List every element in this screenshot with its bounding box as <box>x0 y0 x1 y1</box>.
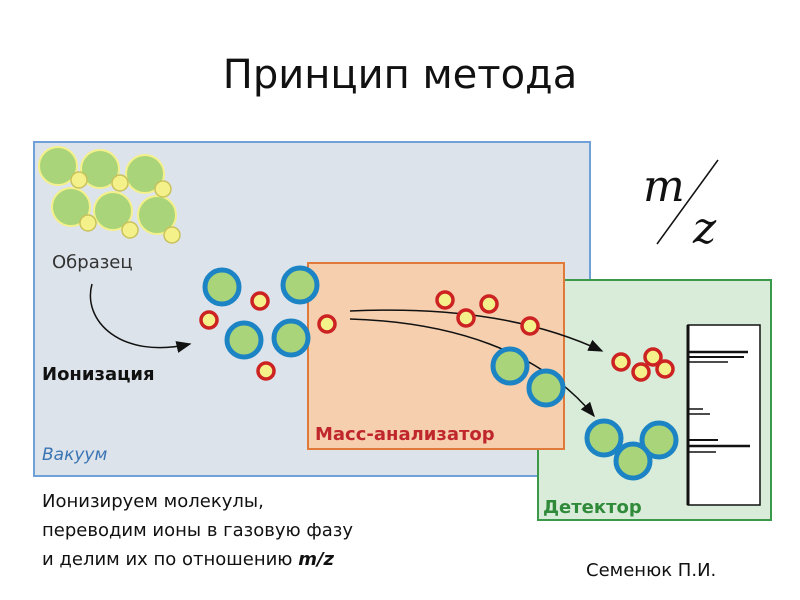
description-line-1: Ионизируем молекулы, <box>42 491 264 512</box>
detector-label: Детектор <box>543 497 642 518</box>
analyzer-particles <box>435 290 566 408</box>
description-line-2: переводим ионы в газовую фазу <box>42 520 354 541</box>
ionized-particles <box>199 265 337 381</box>
vacuum-label: Вакуум <box>42 445 107 465</box>
ionization-arrow <box>89 283 192 353</box>
heavy-ion-trajectory <box>349 318 595 418</box>
sample-label: Образец <box>52 252 133 273</box>
mz-denominator: z <box>692 203 717 254</box>
description-mz: m/z <box>298 549 334 570</box>
mz-numerator: m <box>643 161 685 212</box>
slide-title: Принцип метода <box>222 52 578 98</box>
mass-spectrum <box>686 324 761 506</box>
sample-cluster <box>38 146 181 244</box>
author-name: Семенюк П.И. <box>586 560 717 581</box>
analyzer-label: Масс-анализатор <box>315 424 495 445</box>
detected-particles <box>584 347 679 481</box>
ionization-label: Ионизация <box>42 364 155 385</box>
method-description: Ионизируем молекулы, переводим ионы в га… <box>42 487 353 574</box>
description-line-3: и делим их по отношению m/z <box>42 545 353 574</box>
description-line-3-text: и делим их по отношению <box>42 549 299 570</box>
mz-ratio: m z <box>643 159 719 254</box>
light-ion-trajectory <box>349 309 604 352</box>
